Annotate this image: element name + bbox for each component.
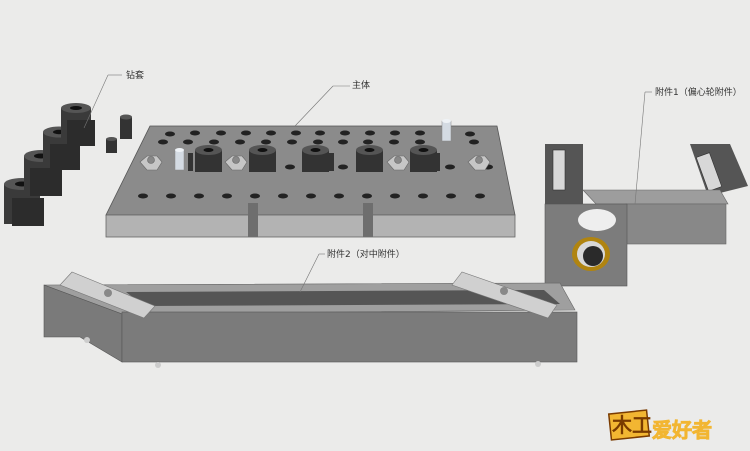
main-body <box>105 119 516 238</box>
label-text-main-body: 主体 <box>352 79 370 91</box>
label-bushings: 钻套 <box>83 69 144 129</box>
hole-pattern <box>138 130 493 199</box>
watermark-logo: 木工 爱好者 <box>607 409 712 442</box>
label-text-attachment-1: 附件1（偏心轮附件） <box>655 86 742 98</box>
watermark-text: 爱好者 <box>652 418 712 442</box>
attachment-2 <box>43 271 578 368</box>
label-text-attachment-2: 附件2（对中附件） <box>327 248 405 260</box>
drill-bushings <box>4 103 132 226</box>
watermark-badge: 木工 <box>611 413 652 437</box>
hex-nuts <box>139 155 491 171</box>
bushing <box>61 103 95 146</box>
small-bushing <box>106 114 132 153</box>
label-attachment-2: 附件2（对中附件） <box>299 248 405 293</box>
mounted-bushings <box>195 145 437 172</box>
label-main-body: 主体 <box>294 79 370 127</box>
bushing <box>24 150 62 196</box>
attachment-1 <box>544 144 748 287</box>
pins <box>174 119 452 171</box>
label-attachment-1: 附件1（偏心轮附件） <box>634 86 742 205</box>
label-text-bushings: 钻套 <box>126 69 144 81</box>
